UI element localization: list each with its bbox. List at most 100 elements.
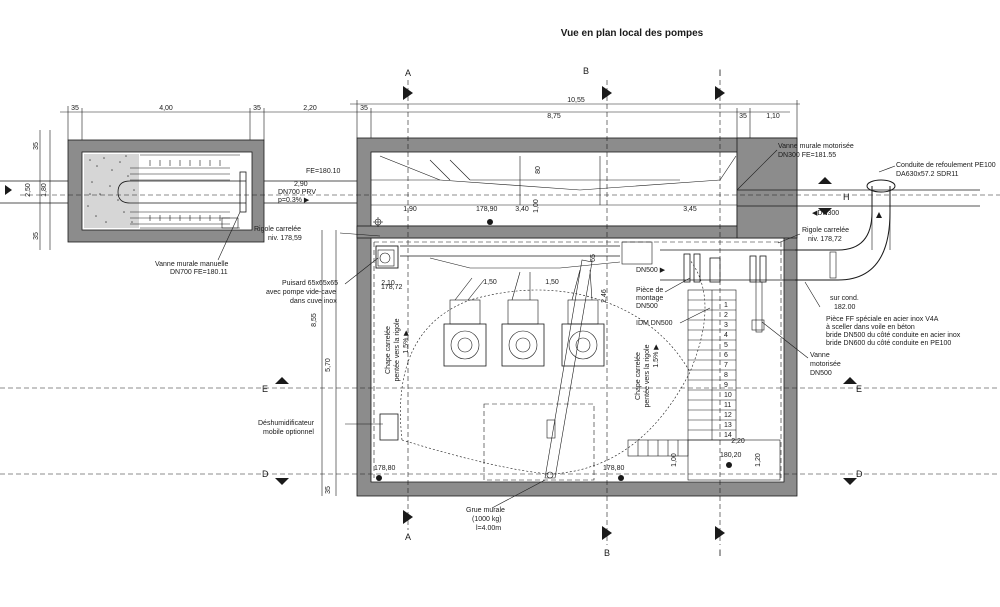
level-17872: 178,72 (381, 284, 403, 291)
discharge-conduit (795, 179, 896, 281)
chape-right-1: Chape carrelée (635, 352, 642, 400)
section-b-bottom: B (604, 548, 610, 558)
dim-top-35a: 35 (71, 105, 79, 112)
section-a-bottom: A (405, 532, 411, 542)
wall-crane (400, 259, 706, 479)
section-h-right: H (843, 192, 850, 202)
vanne-motorisee-spec: DN300 FE=181.55 (778, 152, 836, 159)
dim-100: 1,00 (533, 199, 540, 213)
dn300-pipe (737, 189, 980, 207)
piece-ff-2: à sceller dans voile en béton (826, 324, 915, 331)
dim-top-110: 1,10 (766, 113, 780, 120)
chape-left-3: 1.5% ▶ (403, 330, 410, 354)
direction-marker (876, 212, 882, 218)
puisard-label: Puisard 65x65x65 (282, 280, 338, 287)
stair-num: 9 (724, 382, 728, 389)
dn500-header (400, 241, 795, 333)
sur-cond-value: 182.00 (834, 304, 856, 311)
dn500-label: DN500 ▶ (636, 267, 666, 274)
vanne-dn500-2: motorisée (810, 361, 841, 368)
dim-150a: 1,50 (483, 279, 497, 286)
section-a-top: A (405, 68, 411, 78)
level-marker (726, 462, 732, 468)
chape-left-2: pentée vers la rigole (394, 318, 401, 381)
piece-ff-4: bride DN600 du côté conduite en PE100 (826, 340, 951, 347)
dim-top-35b: 35 (253, 105, 261, 112)
deshum-spec: mobile optionnel (263, 429, 314, 436)
stair-num: 6 (724, 352, 728, 359)
dim-120: 1,20 (755, 453, 762, 467)
dn700-slope: p=0.3% ▶ (278, 197, 310, 204)
dim-top-1055: 10,55 (567, 97, 585, 104)
dehumidifier (379, 413, 399, 441)
dim-65: 65 (590, 254, 597, 262)
piece-ff-3: bride DN500 du côté conduite en acier in… (826, 332, 961, 339)
stair-num: 3 (724, 322, 728, 329)
conduite-spec: DA630x57.2 SDR11 (896, 171, 959, 178)
vanne-motorisee-label: Vanne murale motorisée (778, 143, 854, 150)
section-d-right: D (856, 469, 863, 479)
rigole-left-label: Rigole carrelée (254, 226, 301, 233)
pump-1 (443, 277, 487, 367)
section-e-left: E (262, 384, 268, 394)
dim-210: 2,10 (381, 280, 395, 287)
dim-left-855: 8,55 (311, 313, 318, 327)
dim-top-220: 2,20 (303, 105, 317, 112)
intake-channel-detail (371, 155, 737, 206)
dim-top-400: 4,00 (159, 105, 173, 112)
piece-montage-3: DN500 (636, 303, 658, 310)
conduite-label: Conduite de refoulement PE100 (896, 162, 996, 169)
vanne-manuelle-spec: DN700 FE=180.11 (170, 269, 228, 276)
dn700-pipe (0, 180, 357, 204)
dim-left-35a: 35 (33, 142, 40, 150)
section-lines (0, 80, 1000, 545)
dim-top-875: 8,75 (547, 113, 561, 120)
level-18020: 180,20 (720, 452, 742, 459)
dn700-label: DN700 PRV (278, 189, 316, 196)
vanne-dn500-1: Vanne (810, 352, 830, 359)
piece-montage-2: montage (636, 295, 663, 302)
section-d-left: D (262, 469, 269, 479)
puisard-spec-1: avec pompe vide-cave (266, 289, 336, 296)
piece-montage-1: Pièce de (636, 287, 663, 294)
dim-left-250: 2,50 (25, 183, 32, 197)
grue-length: l=4.00m (476, 525, 501, 532)
pump-2 (501, 271, 545, 367)
stair-num: 1 (724, 302, 728, 309)
left-dimension-lines (39, 130, 337, 496)
stair-num: 5 (724, 342, 728, 349)
section-i-top: I (719, 68, 722, 78)
piece-ff-1: Pièce FF spéciale en acier inox V4A (826, 316, 939, 323)
stair-num: 14 (724, 432, 732, 439)
grue-capacity: (1000 kg) (472, 516, 502, 523)
vanne-manuelle-label: Vanne murale manuelle (155, 261, 229, 268)
pump-3 (561, 269, 605, 367)
level-fe18010: FE=180.10 (306, 168, 341, 175)
stair-num: 10 (724, 392, 732, 399)
dn700-length: 2,90 (294, 181, 308, 188)
dim-left-180: 1,80 (41, 183, 48, 197)
cross-markers (373, 217, 383, 227)
puisard-spec-2: dans cuve inox (290, 298, 337, 305)
stair-num: 13 (724, 422, 732, 429)
chape-right-3: 1.5% ▶ (653, 344, 660, 368)
dim-150b: 1,50 (545, 279, 559, 286)
stair-num: 11 (724, 402, 731, 409)
stair-num: 4 (724, 332, 728, 339)
valve-chamber (67, 139, 265, 243)
drain-channel (373, 241, 782, 478)
sur-cond-label: sur cond. (830, 295, 859, 302)
level-marker (618, 475, 624, 481)
chape-left-1: Chape carrelée (385, 326, 392, 374)
stair-num: 2 (724, 312, 728, 319)
grue-label: Grue murale (466, 507, 505, 514)
stair-num: 8 (724, 372, 728, 379)
dim-left-35b: 35 (33, 232, 40, 240)
dn300-label: ◀DN300 (812, 210, 839, 217)
section-markers (5, 86, 857, 540)
leader-lines (217, 149, 896, 509)
dim-top-35d: 35 (739, 113, 747, 120)
section-e-right: E (856, 384, 862, 394)
